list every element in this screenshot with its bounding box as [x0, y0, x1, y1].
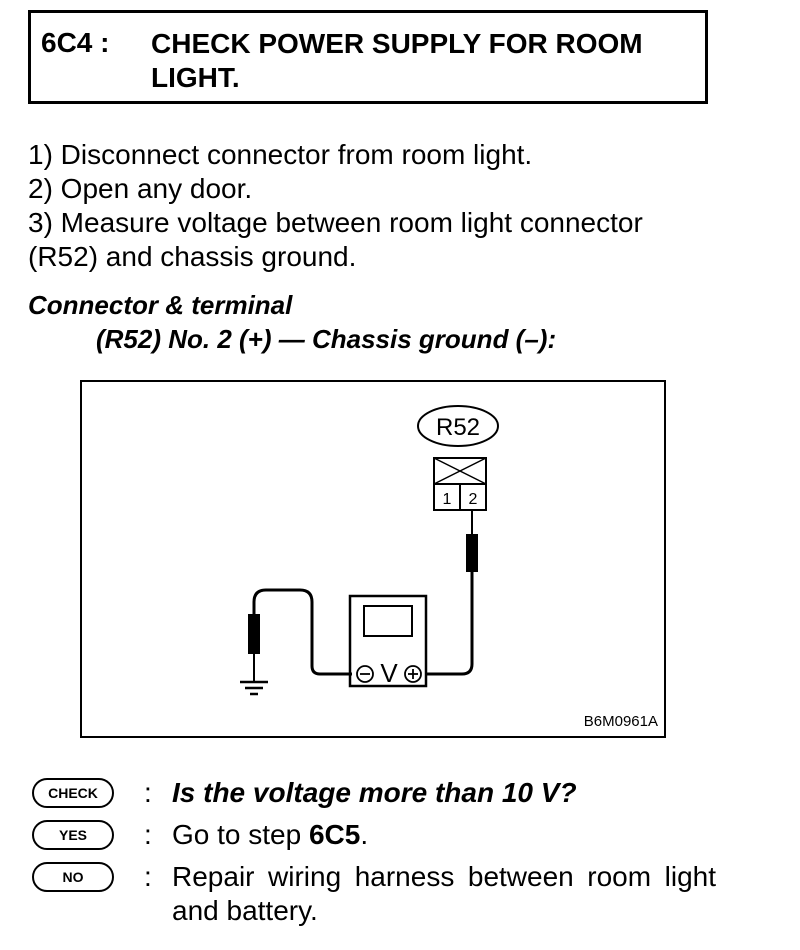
wiring-diagram: R52 1 2 V — [80, 380, 666, 738]
step-title: CHECK POWER SUPPLY FOR ROOM LIGHT. — [151, 28, 643, 93]
no-colon: : — [144, 861, 152, 892]
wiring-diagram-svg: R52 1 2 V — [240, 405, 499, 696]
check-badge: CHECK — [32, 778, 114, 808]
yes-colon: : — [144, 819, 152, 850]
voltmeter-icon — [348, 594, 428, 688]
check-colon: : — [144, 777, 152, 808]
positive-test-lead — [424, 572, 474, 676]
figure-id: B6M0961A — [583, 713, 658, 730]
instruction-step-3: 3) Measure voltage between room light co… — [28, 207, 643, 238]
instruction-step-3-continued: (R52) and chassis ground. — [28, 241, 357, 272]
check-question: Is the voltage more than 10 V? — [172, 777, 577, 808]
positive-probe-icon — [466, 534, 478, 572]
connector-r52-icon — [433, 457, 487, 511]
yes-answer-prefix: Go to step — [172, 819, 309, 850]
connector-id-text: R52 — [436, 414, 480, 441]
negative-probe-icon — [248, 614, 260, 654]
yes-badge: YES — [32, 820, 114, 850]
instruction-step-1: 1) Disconnect connector from room light. — [28, 139, 533, 170]
connector-terminal-label: Connector & terminal — [28, 290, 293, 320]
voltmeter-symbol: V — [380, 658, 398, 688]
chassis-ground-icon — [240, 680, 268, 696]
pin-2-label: 2 — [469, 491, 478, 508]
connector-terminal-detail: (R52) No. 2 (+) — Chassis ground (–): — [96, 324, 557, 354]
pin-1-label: 1 — [443, 491, 452, 508]
instruction-list: 1) Disconnect connector from room light.… — [28, 138, 728, 274]
connector-label-oval — [417, 405, 499, 447]
no-badge: NO — [32, 862, 114, 892]
no-answer: Repair wiring harness between room light… — [172, 861, 716, 926]
step-code: 6C4 : — [41, 27, 110, 58]
yes-answer-suffix: . — [360, 819, 369, 850]
yes-step-ref: 6C5 — [308, 819, 361, 850]
negative-test-lead — [252, 588, 352, 676]
step-header-box: 6C4 : CHECK POWER SUPPLY FOR ROOM LIGHT. — [28, 10, 708, 104]
yes-answer: Go to step 6C5. — [172, 818, 368, 852]
instruction-step-2: 2) Open any door. — [28, 173, 253, 204]
